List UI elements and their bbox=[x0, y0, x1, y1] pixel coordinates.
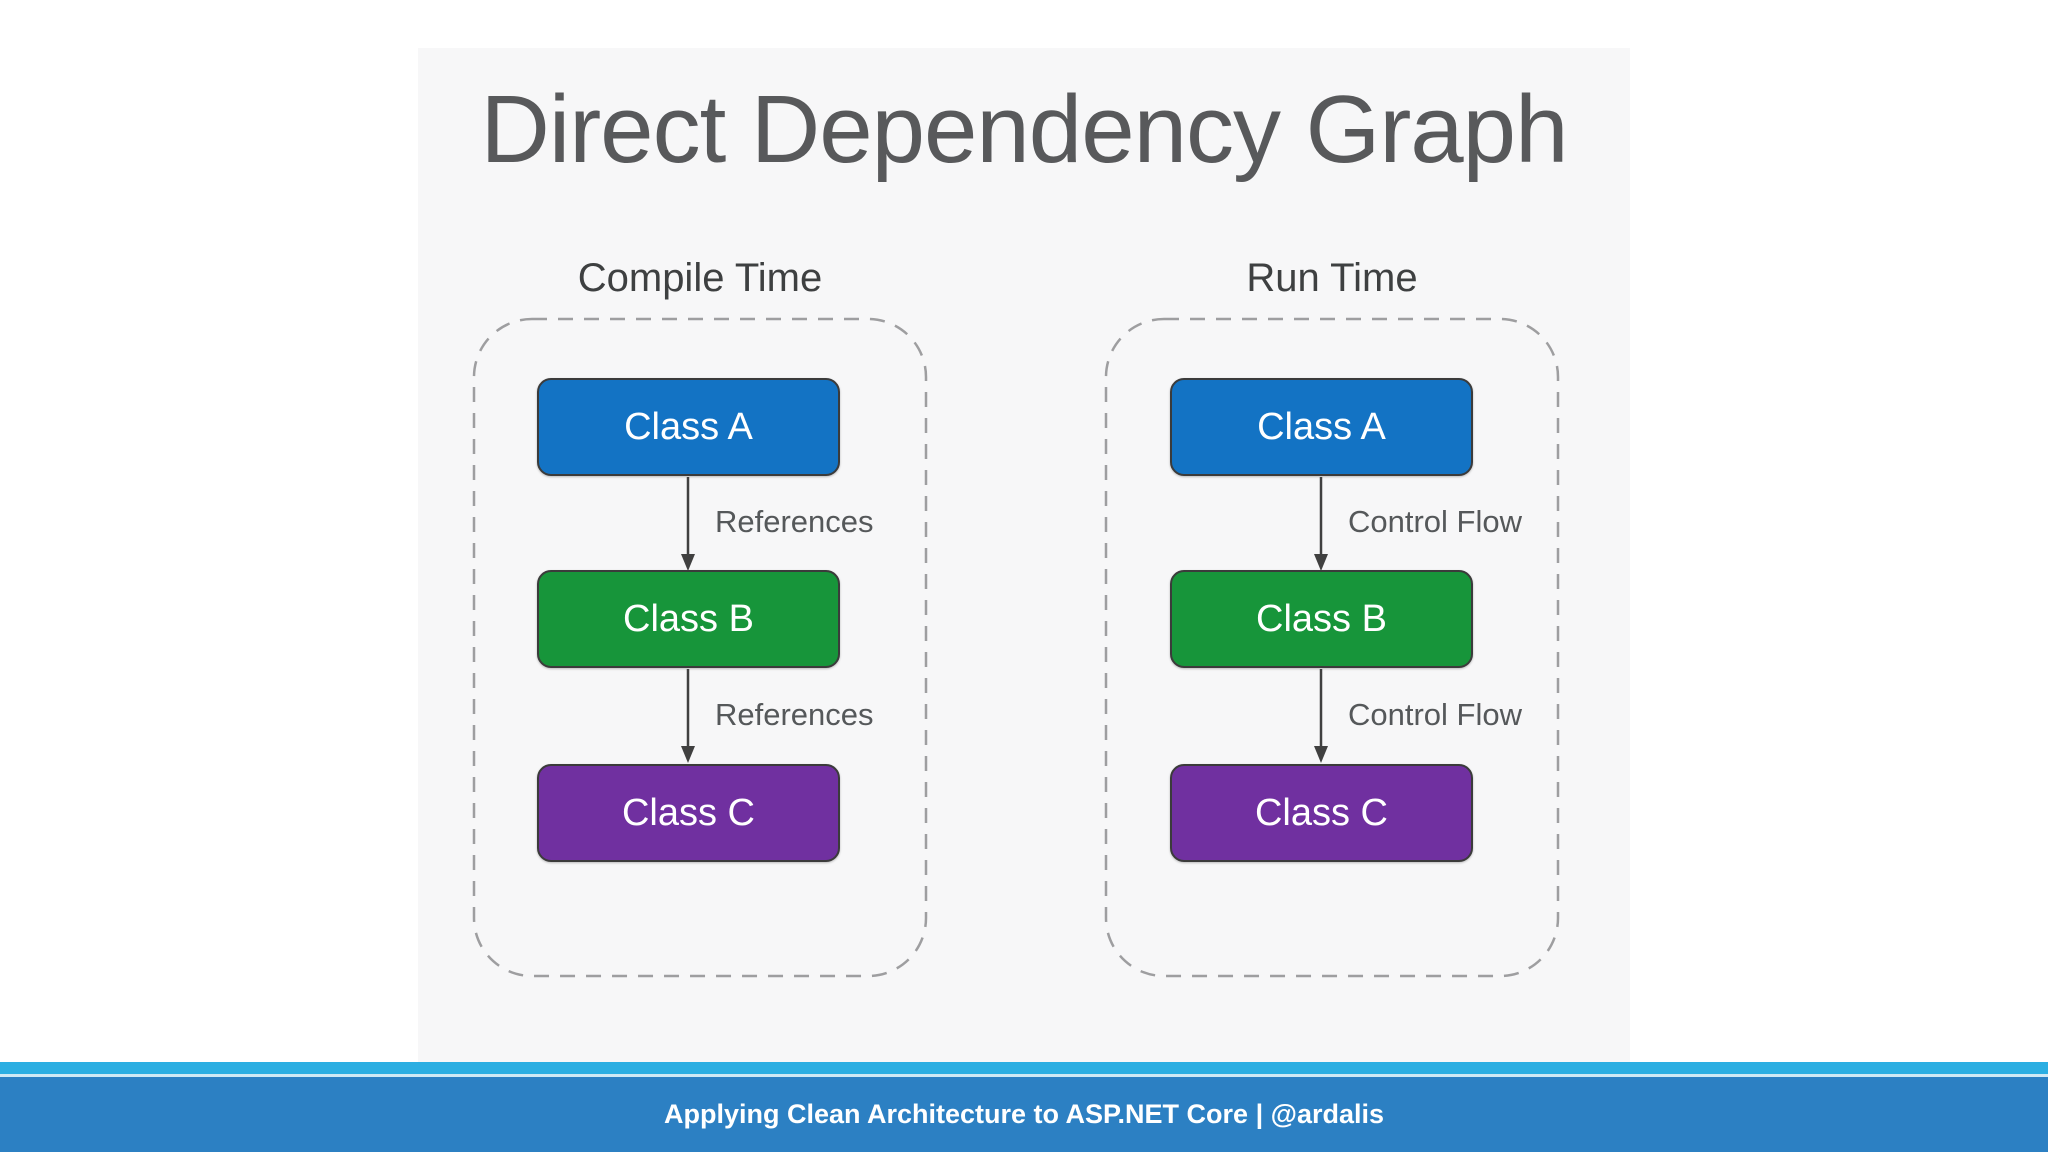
footer-bar: Applying Clean Architecture to ASP.NET C… bbox=[0, 1077, 2048, 1152]
node-class-b-run: Class B bbox=[1170, 570, 1473, 668]
footer-divider bbox=[0, 1074, 2048, 1077]
edge-label-control-flow-2: Control Flow bbox=[1348, 697, 1522, 732]
node-class-b-compile: Class B bbox=[537, 570, 840, 668]
node-class-c-compile: Class C bbox=[537, 764, 840, 862]
dashed-boundary-run-time bbox=[1104, 317, 1560, 978]
node-class-a-run: Class A bbox=[1170, 378, 1473, 476]
node-class-a-compile: Class A bbox=[537, 378, 840, 476]
footer-accent-strip bbox=[0, 1062, 2048, 1074]
arrow-class-a-to-b-run bbox=[1311, 477, 1331, 571]
arrow-class-a-to-b-compile bbox=[678, 477, 698, 571]
node-class-c-run: Class C bbox=[1170, 764, 1473, 862]
dashed-border bbox=[472, 317, 928, 978]
group-label-run-time: Run Time bbox=[1246, 256, 1418, 300]
edge-label-references-2: References bbox=[715, 697, 874, 732]
edge-label-references-1: References bbox=[715, 504, 874, 539]
slide-title: Direct Dependency Graph bbox=[480, 76, 1569, 183]
group-label-compile-time: Compile Time bbox=[577, 256, 823, 300]
footer-text: Applying Clean Architecture to ASP.NET C… bbox=[663, 1099, 1385, 1129]
dashed-boundary-compile-time bbox=[472, 317, 928, 978]
dashed-border bbox=[1104, 317, 1560, 978]
slide-content-panel bbox=[418, 48, 1630, 1065]
arrow-class-b-to-c-run bbox=[1311, 669, 1331, 763]
arrow-class-b-to-c-compile bbox=[678, 669, 698, 763]
edge-label-control-flow-1: Control Flow bbox=[1348, 504, 1522, 539]
